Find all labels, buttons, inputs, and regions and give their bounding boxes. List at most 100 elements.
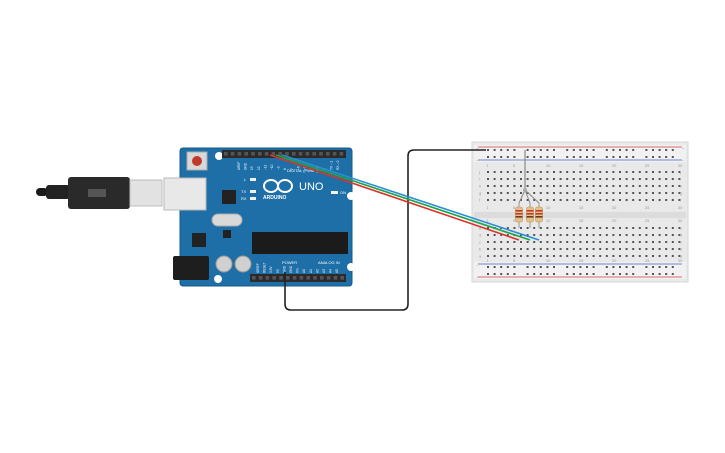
rail-hole[interactable] [506, 266, 509, 268]
header-pin[interactable] [265, 276, 270, 280]
breadboard-hole[interactable] [678, 255, 681, 257]
breadboard-hole[interactable] [500, 241, 503, 243]
breadboard-hole[interactable] [500, 192, 503, 194]
rail-hole[interactable] [487, 149, 489, 151]
rail-hole[interactable] [526, 266, 529, 268]
breadboard-hole[interactable] [645, 199, 648, 201]
breadboard-hole[interactable] [553, 185, 555, 187]
rail-hole[interactable] [632, 149, 635, 151]
rail-hole[interactable] [539, 273, 542, 275]
breadboard-hole[interactable] [487, 199, 489, 201]
rail-hole[interactable] [632, 266, 635, 268]
breadboard-hole[interactable] [572, 178, 575, 180]
header-pin[interactable] [299, 276, 304, 280]
breadboard-hole[interactable] [586, 255, 588, 257]
breadboard-hole[interactable] [553, 234, 555, 236]
breadboard-hole[interactable] [652, 241, 654, 243]
rail-hole[interactable] [500, 149, 503, 151]
rail-hole[interactable] [605, 156, 608, 158]
rail-hole[interactable] [625, 156, 628, 158]
breadboard-hole[interactable] [572, 241, 575, 243]
breadboard-hole[interactable] [533, 199, 536, 201]
breadboard-hole[interactable] [612, 199, 615, 201]
breadboard-holes[interactable] [487, 149, 681, 275]
rail-hole[interactable] [506, 273, 509, 275]
breadboard-hole[interactable] [559, 234, 562, 236]
breadboard-hole[interactable] [665, 227, 668, 229]
breadboard-hole[interactable] [652, 192, 654, 194]
breadboard-hole[interactable] [500, 185, 503, 187]
rail-hole[interactable] [539, 149, 542, 151]
header-pin[interactable] [279, 276, 283, 280]
breadboard-hole[interactable] [553, 192, 555, 194]
breadboard-hole[interactable] [605, 178, 608, 180]
rail-hole[interactable] [546, 266, 549, 268]
breadboard-hole[interactable] [513, 241, 516, 243]
breadboard-hole[interactable] [500, 234, 503, 236]
rail-hole[interactable] [586, 156, 588, 158]
breadboard-hole[interactable] [533, 241, 536, 243]
rail-hole[interactable] [506, 156, 509, 158]
breadboard-hole[interactable] [546, 171, 549, 173]
breadboard-hole[interactable] [506, 185, 509, 187]
rail-hole[interactable] [487, 273, 489, 275]
breadboard-hole[interactable] [599, 192, 602, 194]
breadboard-hole[interactable] [665, 255, 668, 257]
breadboard-hole[interactable] [520, 248, 522, 250]
breadboard-hole[interactable] [625, 255, 628, 257]
rail-hole[interactable] [513, 266, 516, 268]
breadboard-hole[interactable] [625, 227, 628, 229]
breadboard-hole[interactable] [632, 234, 635, 236]
breadboard-hole[interactable] [592, 178, 595, 180]
breadboard-hole[interactable] [632, 199, 635, 201]
breadboard-hole[interactable] [671, 178, 674, 180]
breadboard-hole[interactable] [513, 192, 516, 194]
rail-hole[interactable] [500, 273, 503, 275]
rail-hole[interactable] [671, 266, 674, 268]
breadboard-hole[interactable] [487, 185, 489, 187]
rail-hole[interactable] [612, 156, 615, 158]
header-pin[interactable] [312, 152, 316, 156]
breadboard-hole[interactable] [599, 199, 602, 201]
breadboard-hole[interactable] [539, 241, 542, 243]
breadboard-hole[interactable] [605, 227, 608, 229]
rail-hole[interactable] [658, 266, 661, 268]
breadboard-hole[interactable] [645, 255, 648, 257]
breadboard-hole[interactable] [592, 248, 595, 250]
rail-hole[interactable] [493, 266, 496, 268]
breadboard-hole[interactable] [572, 171, 575, 173]
breadboard-hole[interactable] [665, 199, 668, 201]
rail-hole[interactable] [566, 149, 569, 151]
breadboard-hole[interactable] [586, 248, 588, 250]
rail-hole[interactable] [513, 156, 516, 158]
breadboard-hole[interactable] [526, 227, 529, 229]
breadboard-hole[interactable] [526, 241, 529, 243]
breadboard-hole[interactable] [533, 171, 536, 173]
rail-hole[interactable] [671, 273, 674, 275]
rail-hole[interactable] [487, 266, 489, 268]
breadboard-hole[interactable] [652, 171, 654, 173]
breadboard-hole[interactable] [539, 255, 542, 257]
breadboard-hole[interactable] [619, 241, 621, 243]
rail-hole[interactable] [645, 149, 648, 151]
breadboard-hole[interactable] [553, 199, 555, 201]
breadboard-hole[interactable] [566, 185, 569, 187]
rail-hole[interactable] [652, 149, 654, 151]
breadboard-hole[interactable] [652, 227, 654, 229]
breadboard-hole[interactable] [665, 234, 668, 236]
rail-hole[interactable] [539, 156, 542, 158]
breadboard-hole[interactable] [599, 241, 602, 243]
breadboard-hole[interactable] [572, 199, 575, 201]
breadboard-hole[interactable] [566, 199, 569, 201]
breadboard-hole[interactable] [546, 227, 549, 229]
breadboard-hole[interactable] [658, 178, 661, 180]
breadboard-hole[interactable] [572, 227, 575, 229]
breadboard-hole[interactable] [546, 248, 549, 250]
breadboard-hole[interactable] [658, 248, 661, 250]
breadboard-hole[interactable] [632, 171, 635, 173]
header-pin[interactable] [251, 152, 255, 156]
breadboard-hole[interactable] [638, 234, 641, 236]
breadboard-hole[interactable] [658, 241, 661, 243]
rail-hole[interactable] [625, 266, 628, 268]
